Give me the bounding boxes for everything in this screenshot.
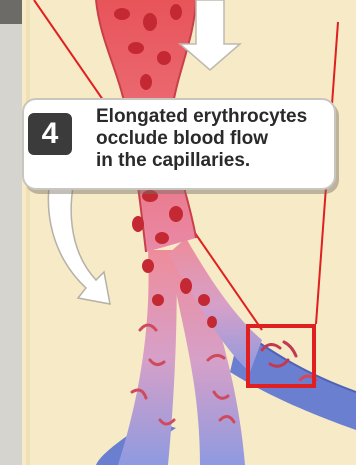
callout-caption: Elongated erythrocytes occlude blood flo…	[96, 106, 332, 172]
caption-line-1: Elongated erythrocytes	[96, 106, 332, 128]
step-number-badge: 4	[28, 113, 72, 155]
corner-thumbnail	[0, 0, 22, 24]
caption-line-2: occlude blood flow	[96, 128, 332, 150]
caption-line-3: in the capillaries.	[96, 150, 332, 172]
left-margin-strip	[0, 0, 24, 465]
